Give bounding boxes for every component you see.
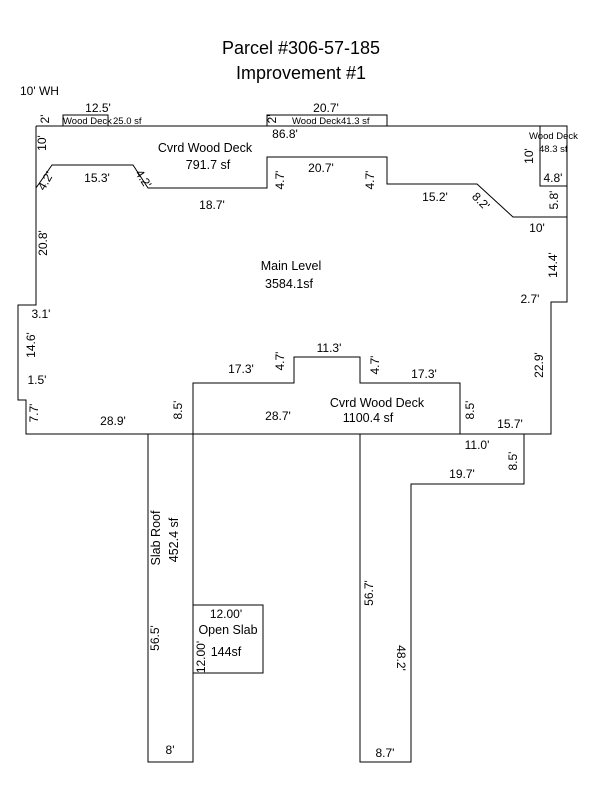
lower-deck-extension xyxy=(359,434,525,763)
dim-label: 4.2' xyxy=(132,167,154,191)
cvrd-deck-top-boundary xyxy=(35,156,567,218)
dim-label: 8' xyxy=(166,743,175,757)
dim-label: 14.6' xyxy=(24,332,38,358)
wood-deck-mid-size: 41.3 sf xyxy=(341,116,370,127)
dim-label: 20.7' xyxy=(308,161,334,175)
dim-label: 4.7' xyxy=(273,171,287,190)
wood-deck-left-size: 25.0 sf xyxy=(113,116,142,127)
corner-note: 10' WH xyxy=(20,84,59,98)
parcel-title: Parcel #306-57-185 xyxy=(222,38,380,58)
dim-label: 8.7' xyxy=(376,746,395,760)
dim-label: 48.2' xyxy=(394,645,408,671)
dim-label: 20.7' xyxy=(313,101,339,115)
dim-label: 5.8' xyxy=(547,191,561,210)
main-level-size: 3584.1sf xyxy=(265,277,313,291)
dim-label: 56.7' xyxy=(362,580,376,606)
cvrd-deck-top-label: Cvrd Wood Deck xyxy=(158,141,253,155)
dim-label: 2.7' xyxy=(521,292,540,306)
dim-label: 19.7' xyxy=(449,467,475,481)
dim-label: 56.5' xyxy=(148,625,162,651)
dim-label: 14.4' xyxy=(546,252,560,278)
open-slab-outline xyxy=(192,604,264,674)
dim-label: 20.8' xyxy=(36,230,50,256)
dim-label: 28.7' xyxy=(265,409,291,423)
wood-deck-right-label: Wood Deck xyxy=(529,131,578,142)
dim-label: 12.5' xyxy=(85,101,111,115)
cvrd-deck-bottom-label: Cvrd Wood Deck xyxy=(330,396,425,410)
dim-label: 4.7' xyxy=(368,356,382,375)
dim-label: 7.7' xyxy=(27,404,41,423)
dim-label: 10' xyxy=(35,135,49,151)
dim-label: 15.3' xyxy=(84,171,110,185)
dim-label: 4.7' xyxy=(363,171,377,190)
cvrd-deck-bottom-size: 1100.4 sf xyxy=(343,411,394,425)
improvement-title: Improvement #1 xyxy=(236,63,366,83)
dim-label: 8.5' xyxy=(171,401,185,420)
main-level-label: Main Level xyxy=(261,259,321,273)
cvrd-deck-top-size: 791.7 sf xyxy=(186,158,231,172)
dim-label: 8.2' xyxy=(469,190,492,213)
dim-label: 10' xyxy=(529,221,545,235)
dim-label: 2' xyxy=(265,115,279,124)
main-outline xyxy=(17,125,568,435)
dim-label: 3.1' xyxy=(32,307,51,321)
slab-roof-size: 452.4 sf xyxy=(167,517,181,562)
dim-label: 15.2' xyxy=(422,190,448,204)
dim-label: 17.3' xyxy=(411,367,437,381)
dim-label: 11.3' xyxy=(317,341,342,355)
dim-label: 11.0' xyxy=(465,438,490,452)
dim-label: 8.5' xyxy=(463,401,477,420)
slab-roof-label: Slab Roof xyxy=(149,510,163,565)
wood-deck-mid-label: Wood Deck xyxy=(292,116,341,127)
open-slab-label: Open Slab xyxy=(198,623,257,637)
dim-label: 4.2' xyxy=(35,169,57,192)
dim-label: 12.00' xyxy=(210,607,242,621)
dim-label: 12.00' xyxy=(194,641,208,673)
dim-label: 28.9' xyxy=(100,414,126,428)
dim-label: 4.7' xyxy=(273,352,287,371)
dim-label: 2' xyxy=(38,115,52,124)
dim-label: 86.8' xyxy=(272,127,298,141)
dim-label: 10' xyxy=(522,148,536,164)
dim-label: 15.7' xyxy=(497,417,523,431)
dim-label: 8.5' xyxy=(506,452,520,471)
cvrd-deck-bottom-boundary xyxy=(192,356,461,434)
dim-label: 4.8' xyxy=(544,171,563,185)
dim-label: 18.7' xyxy=(199,198,225,212)
dim-label: 17.3' xyxy=(228,362,254,376)
open-slab-size: 144sf xyxy=(211,645,242,659)
dim-label: 22.9' xyxy=(532,352,546,378)
slab-roof-outline xyxy=(147,434,194,763)
dim-label: 1.5' xyxy=(28,373,47,387)
wood-deck-left-label: Wood Deck xyxy=(63,116,112,127)
wood-deck-right-size: 48.3 sf xyxy=(539,144,568,155)
